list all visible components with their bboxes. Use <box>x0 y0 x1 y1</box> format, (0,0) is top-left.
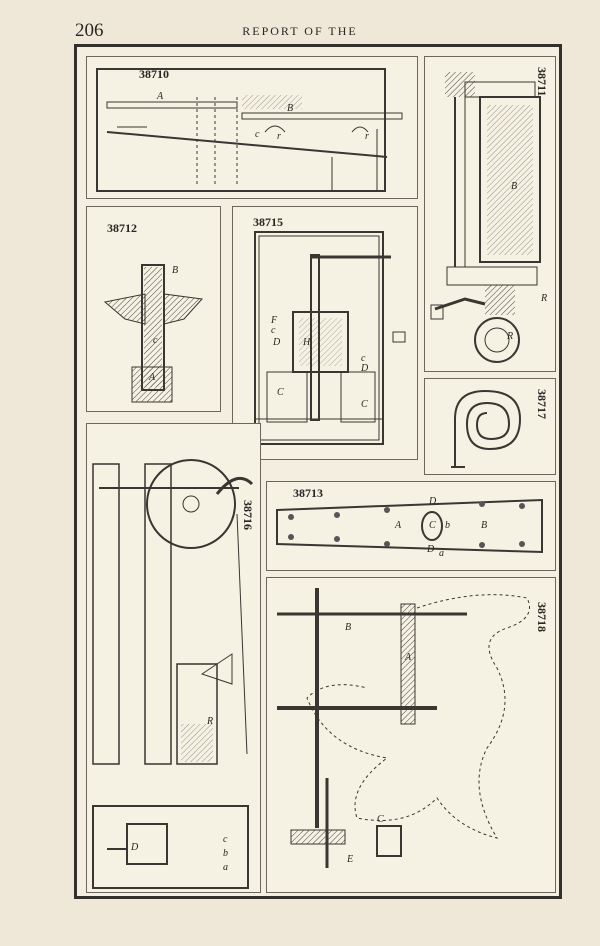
letter-f: F <box>271 315 278 326</box>
letter-c: c <box>223 834 228 845</box>
figure-38712: 38712 B c A <box>86 206 221 412</box>
figure-label: 38710 <box>139 67 169 81</box>
letter-a: A <box>395 520 402 531</box>
letter-c: c <box>271 325 276 336</box>
letter-a: a <box>439 548 444 559</box>
letter-a: A <box>157 91 164 102</box>
figure-38716: 38716 R D c b a <box>86 423 261 893</box>
figure-38710-drawing <box>96 68 403 192</box>
letter-c: C <box>429 520 436 531</box>
letter-e: E <box>347 854 354 865</box>
letter-c: c <box>361 353 366 364</box>
figure-38717-drawing <box>451 389 522 468</box>
letter-c: c <box>153 335 158 346</box>
letter-a: A <box>149 372 156 383</box>
figure-38712-drawing <box>103 264 204 403</box>
figure-label: 38713 <box>293 486 323 500</box>
letter-c: C <box>377 814 384 825</box>
letter-c: c <box>255 129 260 140</box>
letter-r: R <box>507 331 514 342</box>
letter-h: H <box>303 337 311 348</box>
letter-r: r <box>277 131 281 142</box>
figure-38713: 38713 D A C b B D a <box>266 481 556 571</box>
letter-r: r <box>365 131 369 142</box>
letter-d: D <box>273 337 281 348</box>
running-head: REPORT OF THE <box>242 24 358 38</box>
figure-38710: 38710 A B c r r <box>86 56 418 199</box>
figure-38715-drawing <box>254 231 406 445</box>
figure-38711: 38711 B R R <box>424 56 556 372</box>
letter-d: D <box>427 544 435 555</box>
letter-b: B <box>287 103 294 114</box>
letter-d: D <box>429 496 437 507</box>
figure-38718-drawing <box>277 588 530 868</box>
letter-r: R <box>207 716 214 727</box>
letter-c: C <box>361 399 368 410</box>
figure-38715: 38715 F c D H c D C C <box>232 206 418 460</box>
letter-b: B <box>481 520 488 531</box>
letter-d: D <box>361 363 369 374</box>
figure-label: 38712 <box>107 221 137 235</box>
letter-a: a <box>223 862 228 873</box>
figure-38711-drawing <box>430 72 541 363</box>
letter-a: A <box>405 652 412 663</box>
letter-b: b <box>445 520 450 531</box>
figure-38717: 38717 <box>424 378 556 475</box>
figure-38713-drawing <box>276 498 543 554</box>
letter-d: D <box>131 842 139 853</box>
letter-b: B <box>345 622 352 633</box>
page-number: 206 <box>75 20 104 41</box>
figure-38716-drawing <box>92 459 254 889</box>
letter-b: b <box>223 848 228 859</box>
letter-b: B <box>511 181 518 192</box>
letter-r: R <box>541 293 548 304</box>
plate-frame: 38710 A B c r r 38711 <box>74 44 562 899</box>
letter-c: C <box>277 387 284 398</box>
figure-label: 38715 <box>253 215 283 229</box>
figure-38718: 38718 B A C E <box>266 577 556 893</box>
letter-b: B <box>172 265 179 276</box>
